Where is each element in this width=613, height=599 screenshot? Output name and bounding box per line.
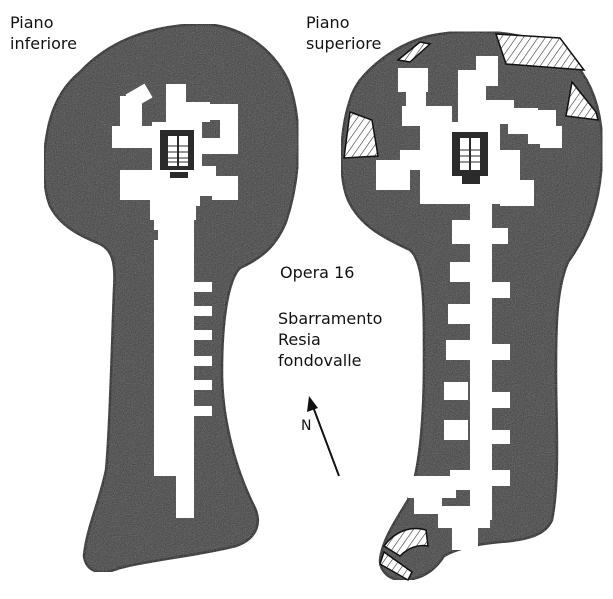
lower-floor-plan <box>42 22 300 574</box>
lower-tunnels <box>112 83 238 518</box>
caption-barrier: Sbarramento Resia fondovalle <box>278 308 382 371</box>
caption-line1: Sbarramento <box>278 309 383 328</box>
lower-floor-title-line2: inferiore <box>10 34 77 53</box>
lower-stairwell <box>160 130 194 178</box>
lower-floor-title: Piano inferiore <box>10 12 77 54</box>
upper-floor-plan <box>340 30 604 582</box>
upper-stairwell <box>452 132 488 184</box>
upper-floor-title-line2: superiore <box>306 34 382 53</box>
lower-floor-title-line1: Piano <box>10 13 54 32</box>
caption-line2: Resia <box>278 330 321 349</box>
north-label: N <box>301 418 312 434</box>
upper-hatched-zones <box>343 33 599 582</box>
upper-floor-title: Piano superiore <box>306 12 381 54</box>
caption-opera: Opera 16 <box>280 263 355 282</box>
upper-tunnels <box>376 56 562 550</box>
north-arrow-icon <box>307 396 340 477</box>
caption-line3: fondovalle <box>278 351 362 370</box>
upper-floor-title-line1: Piano <box>306 13 350 32</box>
